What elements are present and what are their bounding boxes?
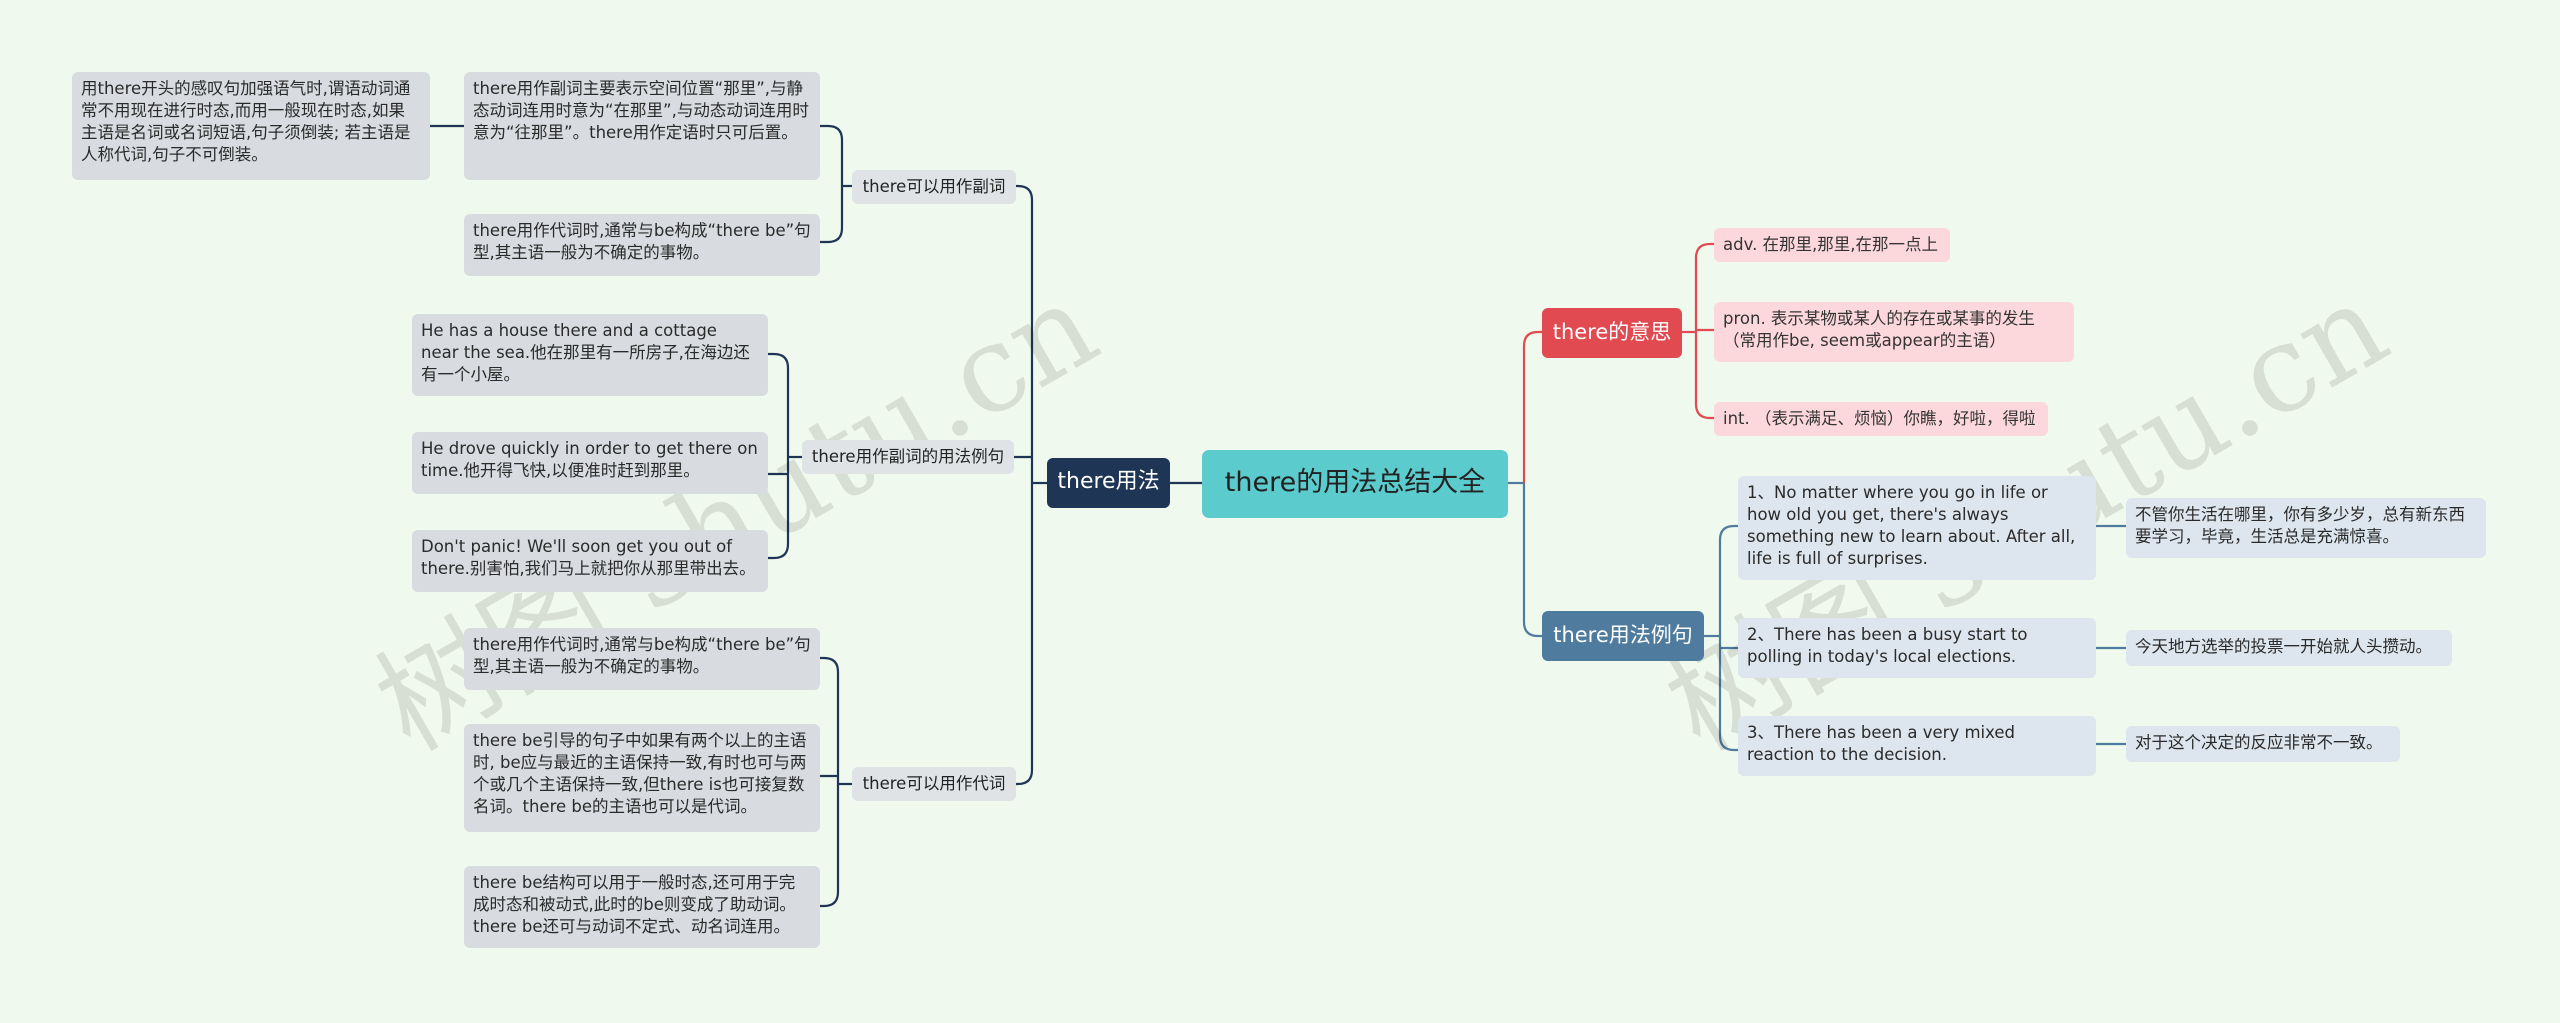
example-2-en[interactable]: 2、There has been a busy start to polling… bbox=[1738, 618, 2096, 678]
leaf-adverb-meaning[interactable]: there用作副词主要表示空间位置“那里”,与静态动词连用时意为“在那里”,与动… bbox=[464, 72, 820, 180]
example-2-zh[interactable]: 今天地方选举的投票一开始就人头攒动。 bbox=[2126, 630, 2452, 666]
example-1-zh[interactable]: 不管你生活在哪里，你有多少岁，总有新东西要学习，毕竟，生活总是充满惊喜。 bbox=[2126, 498, 2486, 558]
leaf-pronoun-there-be[interactable]: there用作代词时,通常与be构成“there be”句型,其主语一般为不确定… bbox=[464, 628, 820, 690]
meaning-int[interactable]: int. （表示满足、烦恼）你瞧，好啦，得啦 bbox=[1714, 402, 2048, 436]
example-1-en[interactable]: 1、No matter where you go in life or how … bbox=[1738, 476, 2096, 580]
example-3-zh[interactable]: 对于这个决定的反应非常不一致。 bbox=[2126, 726, 2400, 762]
leaf-example-panic[interactable]: Don't panic! We'll soon get you out of t… bbox=[412, 530, 768, 592]
topic-pronoun[interactable]: there可以用作代词 bbox=[852, 767, 1016, 801]
meaning-pron[interactable]: pron. 表示某物或某人的存在或某事的发生（常用作be, seem或appea… bbox=[1714, 302, 2074, 362]
example-3-en[interactable]: 3、There has been a very mixed reaction t… bbox=[1738, 716, 2096, 776]
branch-there-usage[interactable]: there用法 bbox=[1047, 458, 1170, 508]
leaf-example-drove[interactable]: He drove quickly in order to get there o… bbox=[412, 432, 768, 494]
root-topic[interactable]: there的用法总结大全 bbox=[1202, 450, 1508, 518]
leaf-pronoun-tenses[interactable]: there be结构可以用于一般时态,还可用于完成时态和被动式,此时的be则变成… bbox=[464, 866, 820, 948]
branch-there-meaning[interactable]: there的意思 bbox=[1542, 308, 1682, 358]
leaf-pronoun-agreement[interactable]: there be引导的句子中如果有两个以上的主语时, be应与最近的主语保持一致… bbox=[464, 724, 820, 832]
topic-adverb[interactable]: there可以用作副词 bbox=[852, 170, 1016, 204]
topic-adverb-examples[interactable]: there用作副词的用法例句 bbox=[802, 440, 1014, 474]
leaf-example-house[interactable]: He has a house there and a cottage near … bbox=[412, 314, 768, 396]
meaning-adv[interactable]: adv. 在那里,那里,在那一点上 bbox=[1714, 228, 1950, 262]
leaf-adverb-pronoun[interactable]: there用作代词时,通常与be构成“there be”句型,其主语一般为不确定… bbox=[464, 214, 820, 276]
branch-there-examples[interactable]: there用法例句 bbox=[1542, 611, 1704, 661]
leaf-exclamation-note[interactable]: 用there开头的感叹句加强语气时,谓语动词通常不用现在进行时态,而用一般现在时… bbox=[72, 72, 430, 180]
